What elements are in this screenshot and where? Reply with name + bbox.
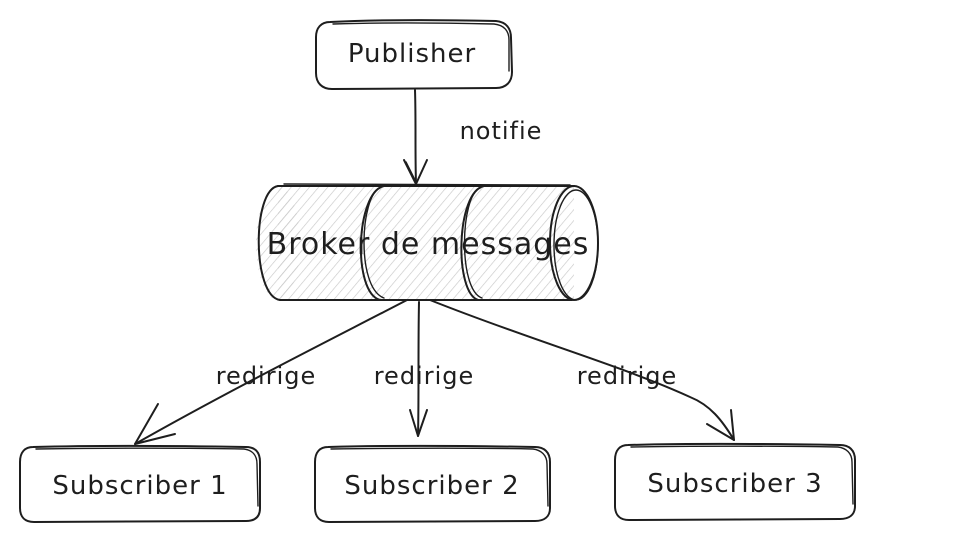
redirect-edge-label-3: redirige [577,362,678,390]
redirect-edge-label-1: redirige [216,362,317,390]
broker-label: Broker de messages [267,227,590,262]
publisher-label: Publisher [348,39,476,69]
redirect-arrow-3 [429,299,735,441]
notify-arrow [403,89,428,185]
notify-edge-label: notifie [460,117,543,145]
subscriber-1-label: Subscriber 1 [52,471,227,501]
subscriber-3-node[interactable]: Subscriber 3 [614,442,856,521]
redirect-edge-label-2: redirige [374,362,475,390]
broker-node[interactable]: Broker de messages [256,183,599,301]
subscriber-1-node[interactable]: Subscriber 1 [19,444,261,523]
redirect-arrow-1 [134,299,408,445]
publisher-node[interactable]: Publisher [315,19,513,90]
subscriber-2-node[interactable]: Subscriber 2 [314,444,551,523]
redirect-arrow-2 [409,301,428,437]
subscriber-3-label: Subscriber 3 [647,469,822,499]
subscriber-2-label: Subscriber 2 [344,471,519,501]
